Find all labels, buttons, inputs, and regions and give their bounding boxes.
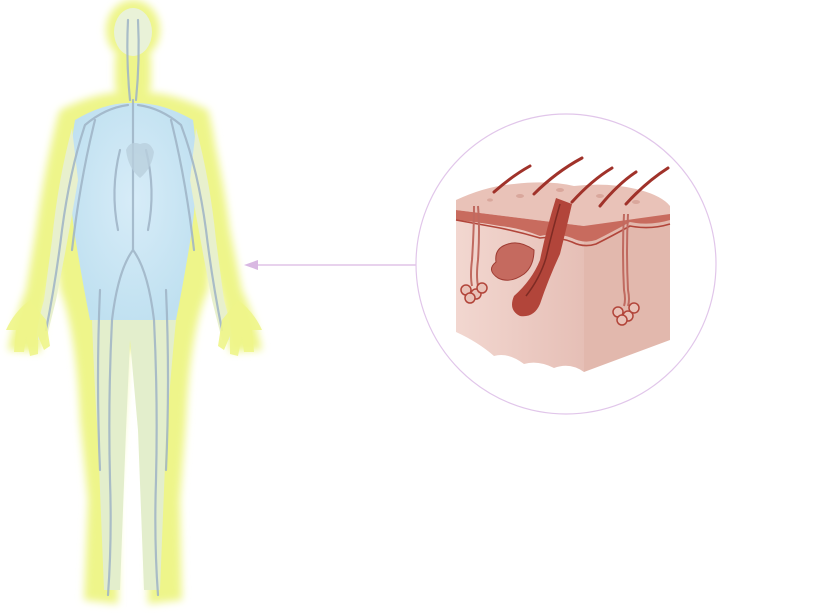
skin-pores <box>487 188 640 204</box>
sweat-glands <box>470 205 630 307</box>
hairs <box>492 156 670 208</box>
human-body-icon <box>6 0 262 605</box>
blood-vessels <box>44 18 224 597</box>
arrow-icon <box>244 260 416 270</box>
skin-cross-section-icon <box>455 156 671 372</box>
sweat-gland-coils <box>460 282 640 326</box>
sebaceous-gland <box>491 242 535 281</box>
hands <box>6 300 262 356</box>
skin-block-right-face <box>584 212 670 372</box>
heart <box>126 142 154 178</box>
hair-follicle <box>512 198 572 317</box>
